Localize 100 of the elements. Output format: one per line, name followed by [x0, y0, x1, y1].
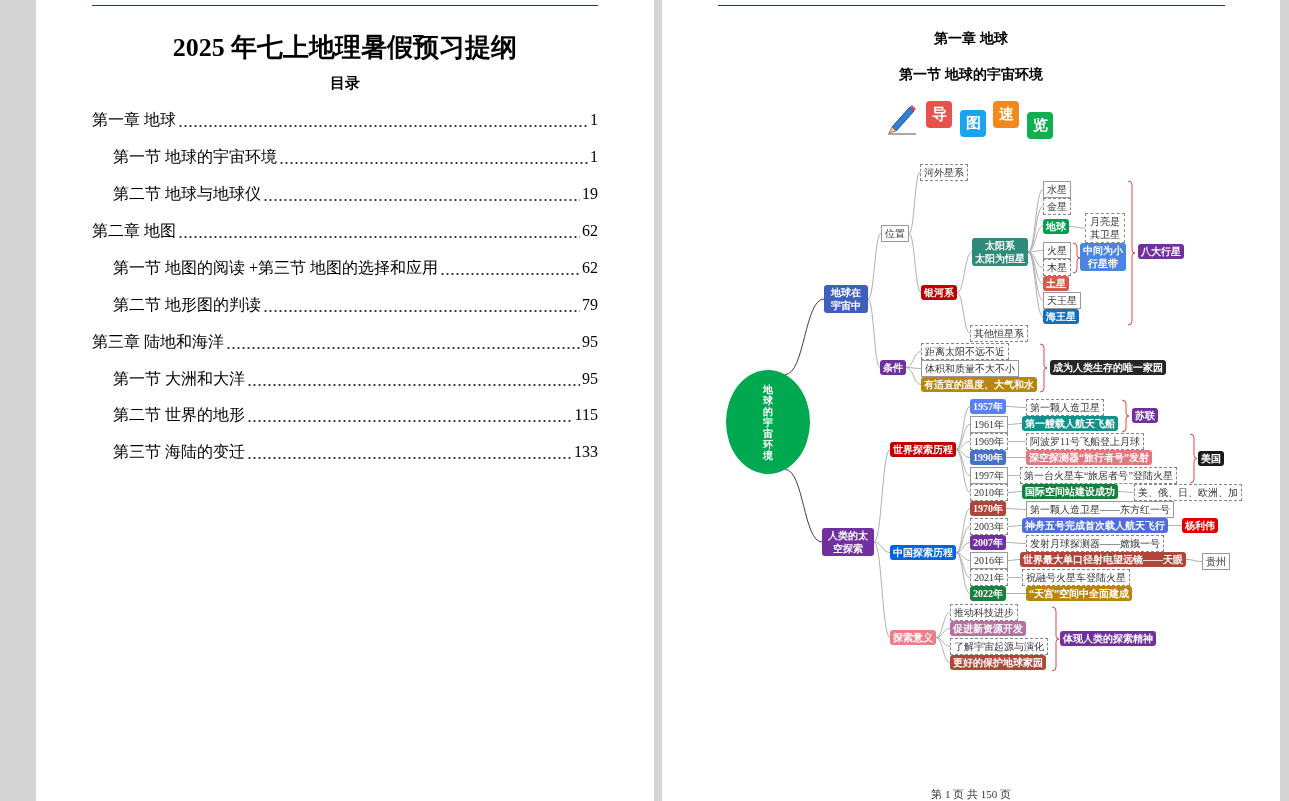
toc-entry: 第三章 陆地和海洋 — [92, 332, 224, 352]
connector-line — [784, 298, 825, 376]
connector-line — [908, 233, 922, 293]
topic-box: 促进新资源开发 — [950, 621, 1026, 636]
page-number: 19 — [582, 184, 598, 204]
node-text: 地球的宇宙环境 — [763, 383, 773, 461]
connector-line — [1185, 559, 1203, 562]
topic-box: 体现人类的探索精神 — [1060, 631, 1156, 646]
topic-box: 位置 — [881, 225, 909, 242]
connector-line — [905, 367, 922, 385]
dashed-topic-box: 推动科技进步 — [950, 604, 1018, 621]
page-number: 115 — [574, 405, 598, 425]
topic-box: 苏联 — [1132, 408, 1158, 423]
page-number: 62 — [582, 258, 598, 278]
page-number: 95 — [582, 332, 598, 352]
connector-line — [1027, 250, 1044, 253]
connector-line — [955, 441, 971, 450]
topic-box: 1990年 — [970, 450, 1006, 465]
connector-line — [908, 172, 921, 234]
topic-box: 2007年 — [970, 535, 1006, 550]
title-tile: 速 — [993, 101, 1019, 128]
topic-box: 国际空间站建设成功 — [1022, 484, 1118, 499]
topic-box: 1961年 — [970, 416, 1008, 433]
connector-line — [955, 424, 971, 450]
title-tile: 图 — [960, 110, 986, 137]
connector-line — [1068, 226, 1086, 229]
section-heading: 第一节 地球的宇宙环境 — [898, 66, 1044, 84]
connector-line — [956, 251, 973, 293]
connector-line — [1007, 525, 1023, 527]
connector-line — [955, 526, 971, 553]
title-tile: 导 — [926, 101, 952, 128]
toc-entry: 第一节 大洲和大洋 — [113, 369, 245, 389]
node-text: 太阳为恒星 — [975, 252, 1025, 265]
topic-box: 1957年 — [970, 399, 1006, 414]
dashed-topic-box: 第一颗人造卫星 — [1026, 399, 1104, 416]
connector-line — [784, 468, 823, 543]
topic-box: 银河系 — [921, 285, 957, 300]
title-tile: 览 — [1027, 112, 1053, 139]
connector-line — [955, 552, 971, 594]
page-number: 62 — [582, 221, 598, 241]
connector-line — [1007, 441, 1027, 442]
connector-line — [955, 449, 971, 458]
dashed-topic-box: 美、俄、日、欧洲、加 — [1134, 484, 1242, 501]
topic-box: 人类的太空探索 — [822, 528, 874, 556]
connector-line — [955, 449, 971, 476]
connector-line — [1027, 251, 1044, 317]
connector-line — [956, 292, 971, 334]
topic-box — [972, 238, 1028, 266]
connector-line — [873, 541, 891, 638]
dashed-topic-box: 其他恒星系 — [970, 325, 1028, 342]
topic-box: 水星 — [1043, 181, 1071, 198]
connector-line — [955, 508, 971, 553]
dashed-topic-box: 阿波罗11号飞船登上月球 — [1026, 433, 1144, 450]
topic-box: 世界探索历程 — [890, 442, 956, 457]
dashed-topic-box: 月亮是其卫星 — [1085, 213, 1125, 243]
toc-entry: 第二节 世界的地形 — [113, 405, 245, 425]
dashed-topic-box: 2003年 — [970, 518, 1008, 535]
section-heading: 目录 — [329, 74, 361, 93]
topic-box: 杨利伟 — [1182, 518, 1218, 533]
topic-box: 贵州 — [1202, 553, 1230, 570]
dashed-topic-box: 木星 — [1043, 259, 1071, 276]
topic-box: 第一艘载人航天飞船 — [1022, 416, 1118, 431]
topic-box: 世界最大单口径射电望远镜——天眼 — [1020, 552, 1186, 567]
connector-line — [1005, 508, 1027, 510]
toc-entry: 第三节 海陆的变迁 — [113, 442, 245, 462]
connector-line — [935, 612, 951, 638]
topic-box: 2016年 — [970, 552, 1008, 569]
node-text: 太阳系 — [985, 239, 1015, 252]
connector-line — [1027, 206, 1044, 253]
connector-line — [1027, 251, 1044, 284]
page-number: 95 — [582, 369, 598, 389]
connector-line — [867, 298, 881, 368]
connector-line — [935, 628, 951, 638]
connector-line — [867, 233, 882, 300]
connector-line — [1027, 226, 1044, 253]
connector-line — [935, 637, 951, 647]
toc-entry: 第二节 地形图的判读 — [113, 295, 261, 315]
connector-line — [955, 542, 971, 553]
page-number: 1 — [590, 110, 598, 130]
dashed-topic-box: 祝融号火星车登陆火星 — [1022, 569, 1130, 586]
toc-entry: 第一节 地球的宇宙环境 — [113, 147, 277, 167]
connector-line — [905, 367, 922, 369]
dashed-topic-box: 2010年 — [970, 484, 1008, 501]
topic-box: 2022年 — [970, 586, 1006, 601]
connector-line — [1005, 457, 1027, 458]
topic-box: 地球在宇宙中 — [824, 285, 868, 313]
topic-box: 中间为小行星带 — [1080, 243, 1126, 271]
connector-line — [1007, 491, 1023, 493]
connector-line — [955, 552, 971, 561]
connector-line — [1007, 577, 1023, 578]
chapter-heading: 第一章 地球 — [933, 30, 1009, 48]
page-number: 133 — [574, 442, 598, 462]
connector-line — [1005, 406, 1027, 408]
topic-box: 天王星 — [1043, 292, 1081, 309]
topic-box: 神舟五号完成首次载人航天飞行 — [1022, 518, 1168, 533]
dashed-topic-box: 发射月球探测器——嫦娥一号 — [1026, 535, 1164, 552]
connector-line — [1007, 559, 1021, 561]
dashed-topic-box: 河外星系 — [920, 164, 968, 181]
topic-box: 深空探测器“旅行者号”发射 — [1026, 450, 1152, 465]
dashed-topic-box: 了解宇宙起源与演化 — [950, 638, 1048, 655]
